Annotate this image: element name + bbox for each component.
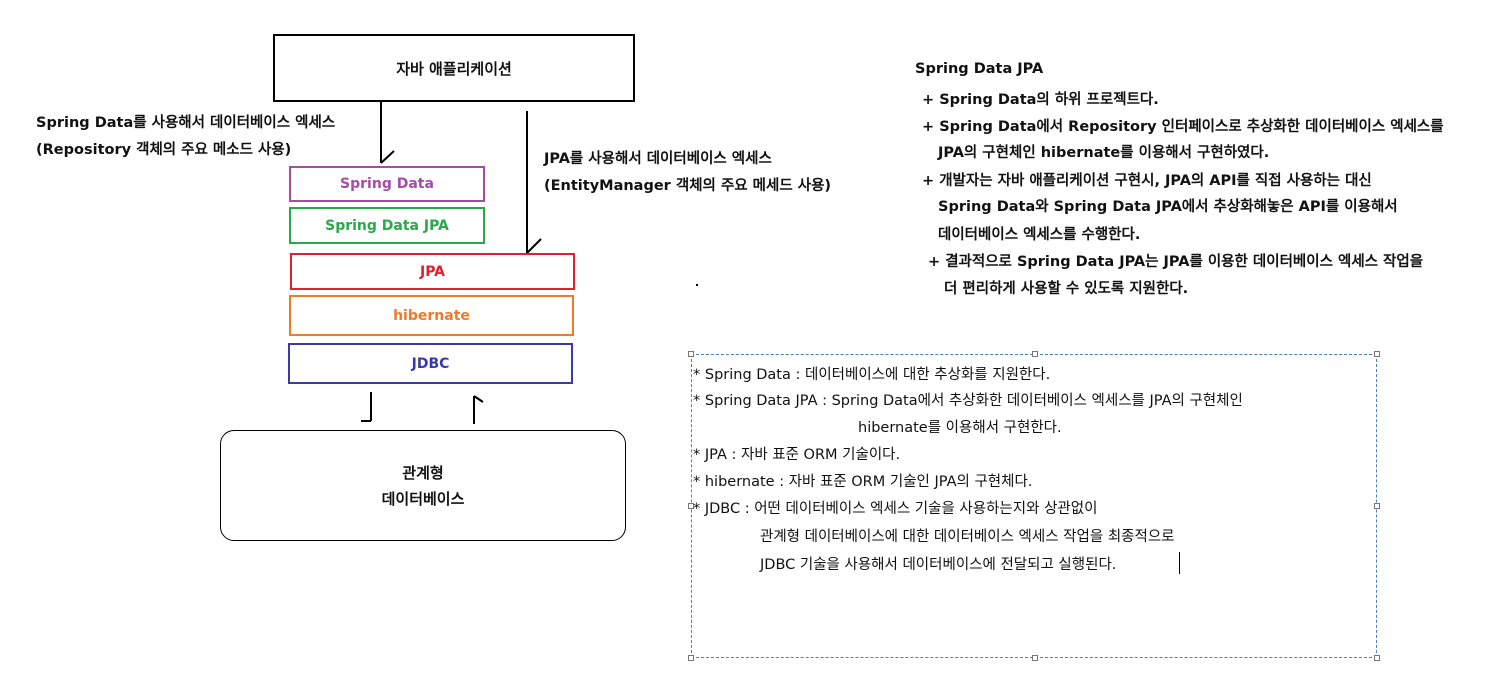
summary-line: 더 편리하게 사용할 수 있도록 지원한다. xyxy=(944,281,1189,297)
note-line: * Spring Data JPA : Spring Data에서 추상화한 데… xyxy=(693,393,1243,409)
summary-line: + Spring Data에서 Repository 인터페이스로 추상화한 데… xyxy=(922,119,1444,135)
resize-handle-middle-right[interactable] xyxy=(1374,503,1380,509)
text-cursor xyxy=(1179,552,1180,574)
layer-spring-data-jpa: Spring Data JPA xyxy=(289,207,485,244)
note-line: * Spring Data : 데이터베이스에 대한 추상화를 지원한다. xyxy=(693,367,1051,383)
spring-data-path-label-2: (Repository 객체의 주요 메소드 사용) xyxy=(36,142,292,158)
note-line: JDBC 기술을 사용해서 데이터베이스에 전달되고 실행된다. xyxy=(760,557,1117,573)
resize-handle-top-middle[interactable] xyxy=(1032,351,1038,357)
java-application-box: 자바 애플리케이션 xyxy=(273,34,635,102)
resize-handle-bottom-middle[interactable] xyxy=(1032,655,1038,661)
relational-database-box: 관계형 데이터베이스 xyxy=(220,430,626,541)
summary-line: + 결과적으로 Spring Data JPA는 JPA를 이용한 데이터베이스… xyxy=(928,254,1424,270)
stray-dot xyxy=(696,284,698,286)
resize-handle-top-left[interactable] xyxy=(688,351,694,357)
resize-handle-bottom-right[interactable] xyxy=(1374,655,1380,661)
summary-line: + 개발자는 자바 애플리케이션 구현시, JPA의 API를 직접 사용하는 … xyxy=(922,173,1372,189)
note-line: * JPA : 자바 표준 ORM 기술이다. xyxy=(693,447,901,463)
note-line: 관계형 데이터베이스에 대한 데이터베이스 엑세스 작업을 최종적으로 xyxy=(760,529,1175,545)
layer-hibernate: hibernate xyxy=(289,295,574,336)
layer-jpa: JPA xyxy=(290,253,575,290)
jpa-arrow-head xyxy=(526,238,542,254)
resize-handle-bottom-left[interactable] xyxy=(688,655,694,661)
spring-data-arrow-head xyxy=(380,150,395,164)
resize-handle-top-right[interactable] xyxy=(1374,351,1380,357)
summary-line: 데이터베이스 엑세스를 수행한다. xyxy=(938,227,1141,243)
note-line: * hibernate : 자바 표준 ORM 기술인 JPA의 구현체다. xyxy=(693,474,1033,490)
layer-hibernate-label: hibernate xyxy=(393,307,470,324)
layer-spring-data-jpa-label: Spring Data JPA xyxy=(325,217,449,234)
note-line: hibernate를 이용해서 구현한다. xyxy=(858,420,1062,436)
summary-title: Spring Data JPA xyxy=(915,61,1044,77)
java-application-label: 자바 애플리케이션 xyxy=(396,59,512,78)
layer-spring-data: Spring Data xyxy=(289,166,485,202)
summary-line: + Spring Data의 하위 프로젝트다. xyxy=(922,92,1159,108)
spring-data-path-label-1: Spring Data를 사용해서 데이터베이스 엑세스 xyxy=(36,115,336,131)
db-to-jdbc-arrow-head xyxy=(473,395,484,403)
layer-jpa-label: JPA xyxy=(419,263,446,280)
jpa-path-label-1: JPA를 사용해서 데이터베이스 엑세스 xyxy=(544,151,772,167)
relational-database-label-2: 데이터베이스 xyxy=(381,489,465,508)
resize-handle-middle-left[interactable] xyxy=(688,503,694,509)
layer-jdbc: JDBC xyxy=(288,343,573,384)
jpa-path-label-2: (EntityManager 객체의 주요 메세드 사용) xyxy=(544,178,832,194)
summary-line: Spring Data와 Spring Data JPA에서 추상화해놓은 AP… xyxy=(938,199,1398,215)
note-line: * JDBC : 어떤 데이터베이스 엑세스 기술을 사용하는지와 상관없이 xyxy=(693,501,1098,517)
layer-spring-data-label: Spring Data xyxy=(340,176,434,192)
summary-line: JPA의 구현체인 hibernate를 이용해서 구현하였다. xyxy=(938,145,1270,161)
layer-jdbc-label: JDBC xyxy=(411,355,450,372)
relational-database-label-1: 관계형 xyxy=(402,463,444,482)
